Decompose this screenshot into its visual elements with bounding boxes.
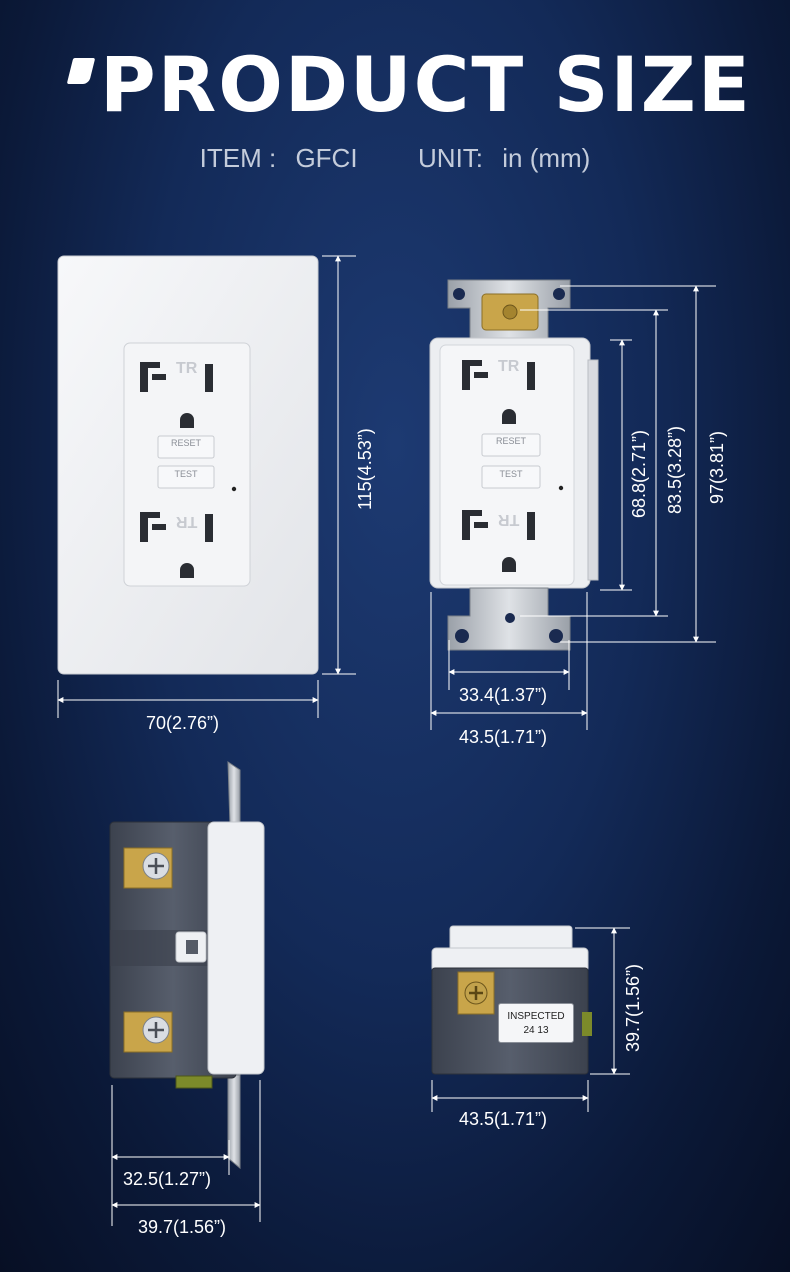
dim-bottom-height: 39.7(1.56”) [623,963,643,1052]
tr-mark-device-top: TR [498,358,520,375]
reset-button-label-device: RESET [495,436,526,446]
dim-front-height: 115(4.53”) [355,428,375,510]
page-title: PRODUCT SIZE [100,40,752,129]
side-view-device [109,761,265,1226]
tr-mark-device-bottom: TR [498,511,520,528]
reset-button-label: RESET [170,438,201,448]
dim-body-height-mid: 83.5(3.28”) [665,425,685,514]
outlet-top [140,362,213,428]
front-view-device [429,279,716,730]
inspected-label: INSPECTED 24 13 [498,1003,574,1043]
tr-mark-plate-bottom: TR [176,513,198,530]
inspected-label-title: INSPECTED [507,1011,565,1022]
outlet-bottom [140,512,213,578]
unit-label: UNIT: [418,143,484,173]
test-button-label-device: TEST [499,469,523,479]
dim-front-width: 70(2.76”) [146,713,220,733]
dim-bottom-width: 43.5(1.71”) [459,1109,548,1129]
dim-side-depth-outer: 39.7(1.56”) [138,1217,227,1237]
dim-body-height-face: 68.8(2.71”) [629,429,649,518]
dim-side-depth-inner: 32.5(1.27”) [123,1169,212,1189]
dim-body-width-inner: 33.4(1.37”) [459,685,548,705]
inspected-label-code: 24 13 [523,1025,549,1036]
subtitle: ITEM : GFCI UNIT: in (mm) [0,138,790,178]
front-view-plate [57,255,356,718]
item-value: GFCI [295,143,358,173]
test-button-label: TEST [174,469,198,479]
dim-body-height-total: 97(3.81”) [707,430,727,504]
tr-mark-plate-top: TR [176,360,198,377]
dim-body-width-outer: 43.5(1.71”) [459,727,548,747]
item-label: ITEM : [199,143,277,173]
unit-value: in (mm) [502,143,591,173]
